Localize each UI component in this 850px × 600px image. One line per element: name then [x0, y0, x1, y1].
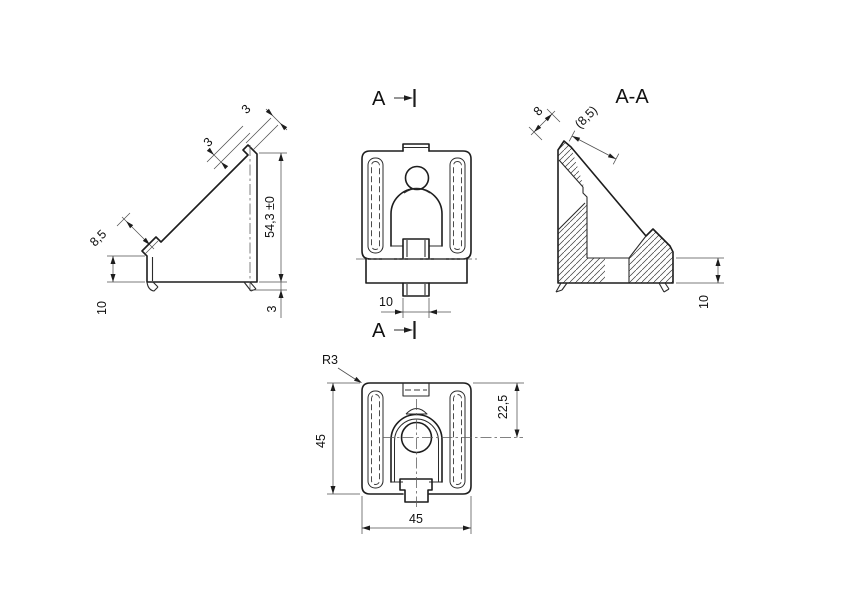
dim-section-base-label: 10	[697, 295, 711, 309]
radius-callout: R3	[322, 353, 362, 383]
plan-bottom-tab	[399, 478, 433, 503]
dim-ledge-ref: (8,5)	[568, 103, 620, 165]
hatch-wall	[558, 141, 584, 187]
plan-view: R3 45	[314, 353, 524, 534]
dim-base-side: 10	[95, 255, 145, 315]
front-slot-left	[367, 157, 384, 254]
dim-ledge-label: 8,5	[87, 227, 109, 249]
section-arrow-icon	[404, 327, 413, 333]
plan-outline	[361, 382, 472, 495]
dim-wall: 8	[528, 104, 561, 141]
section-view-aa: A-A 8 (8,5)	[528, 86, 724, 309]
side-outline	[141, 144, 258, 283]
dim-center-offset: 22,5	[473, 382, 524, 438]
dim-front-tab: 10	[379, 295, 451, 318]
dim-depth: 45	[314, 382, 360, 495]
dim-ledge: 8,5	[87, 212, 159, 255]
front-bottom-tab	[402, 282, 430, 297]
dim-tab-width: 3	[239, 102, 288, 151]
dim-depth-label: 45	[314, 434, 328, 448]
plan-top-tab	[402, 383, 430, 397]
dim-height-label: 54,3 ±0	[263, 196, 277, 238]
dim-tab-thickness-label: 3	[201, 135, 216, 150]
dim-ledge-ref-label: (8,5)	[572, 103, 600, 131]
dim-height: 54,3 ±0	[259, 152, 287, 283]
section-arrow-icon	[404, 95, 413, 101]
side-foot-left	[146, 281, 159, 292]
dim-center-offset-label: 22,5	[496, 395, 510, 419]
section-marker-bottom-label: A	[372, 320, 386, 342]
section-marker-top-label: A	[372, 88, 386, 110]
section-marker-bottom: A	[372, 320, 416, 342]
front-dome-tab	[402, 238, 430, 259]
section-foot-right	[658, 282, 670, 293]
plan-bump	[405, 407, 428, 415]
radius-label: R3	[322, 353, 338, 367]
front-dome	[390, 187, 443, 247]
front-boss-circle	[404, 165, 430, 191]
dim-width: 45	[361, 496, 472, 534]
dim-section-base: 10	[676, 257, 724, 309]
dim-foot-label: 3	[265, 305, 279, 312]
front-view: A 10	[356, 88, 477, 342]
dim-front-tab-label: 10	[379, 295, 393, 309]
dim-foot: 3	[251, 282, 287, 318]
section-title: A-A	[615, 86, 649, 108]
dim-width-label: 45	[409, 512, 423, 526]
section-foot-left	[555, 282, 568, 293]
side-view: 54,3 ±0 3 10 8,5	[87, 102, 288, 318]
dim-base-side-label: 10	[95, 301, 109, 315]
hatch-tab	[629, 229, 673, 283]
hatch-body	[558, 203, 605, 283]
section-marker-top: A	[372, 88, 416, 110]
front-slot-right	[449, 157, 466, 254]
front-base-band	[365, 258, 468, 284]
dim-tab-width-label: 3	[239, 102, 254, 117]
section-outline	[557, 140, 674, 284]
dim-tab-thickness: 3	[201, 125, 251, 170]
plan-slot-right	[449, 390, 466, 489]
dim-wall-label: 8	[531, 104, 546, 119]
plan-slot-left	[367, 390, 384, 489]
